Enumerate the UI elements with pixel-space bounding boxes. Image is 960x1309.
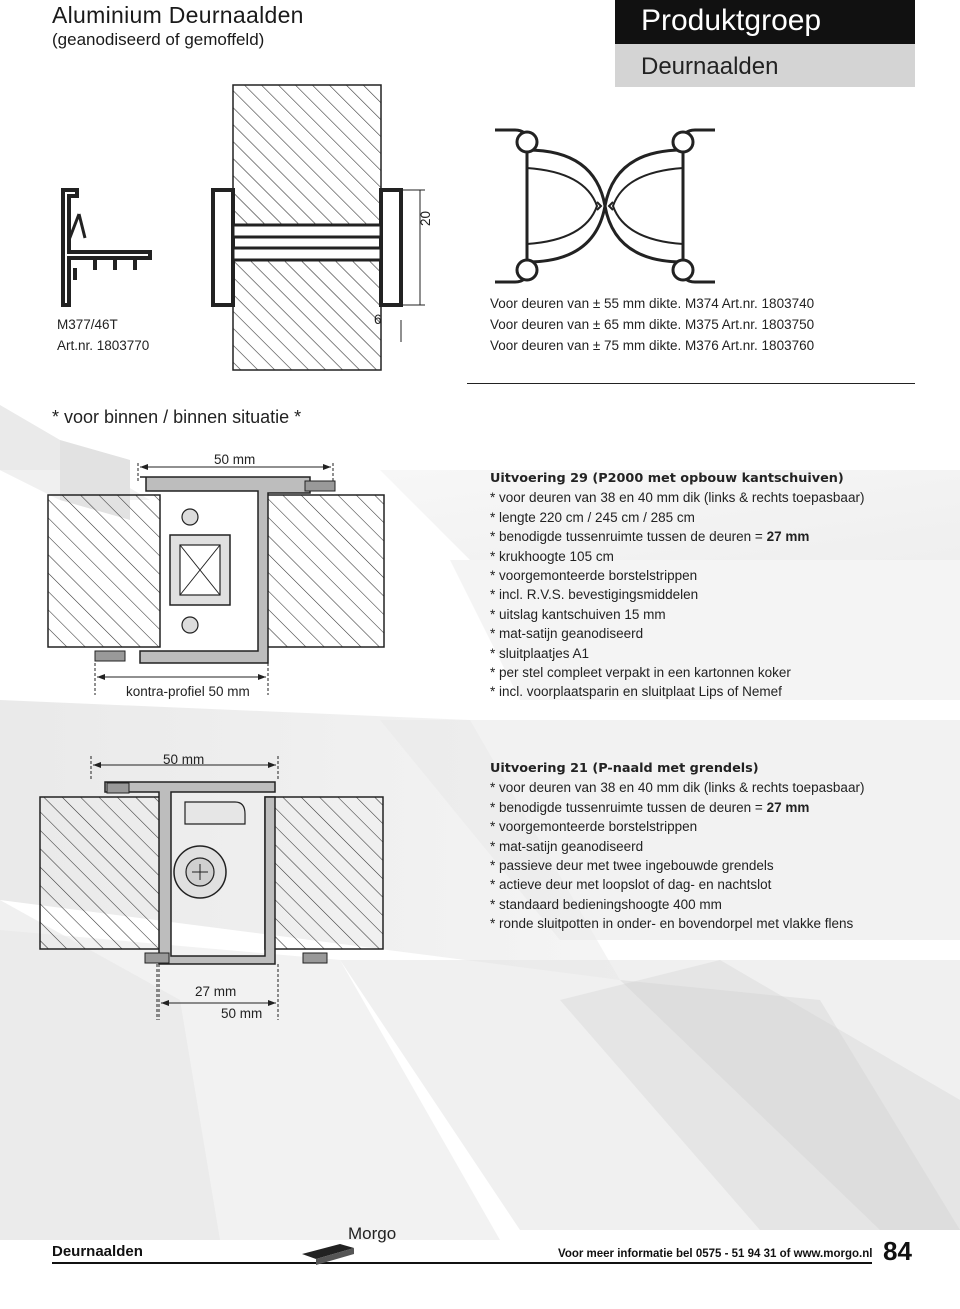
dim-27mm: 27 mm	[195, 984, 237, 999]
product-group-label: Produktgroep	[615, 0, 915, 44]
spec-gap-value: 27 mm	[766, 799, 810, 815]
section-divider	[467, 383, 915, 384]
dim-kontra-profiel: kontra-profiel 50 mm	[126, 684, 250, 699]
spec-item: * voorgemonteerde borstelstrippen	[490, 819, 698, 835]
dim-50mm-bottom: 50 mm	[221, 1006, 263, 1021]
spec-item: * krukhoogte 105 cm	[490, 548, 614, 564]
spec-item-text: * benodigde tussenruimte tussen de deure…	[490, 529, 767, 545]
situation-title: * voor binnen / binnen situatie *	[52, 407, 302, 427]
profile-m377-label: M377/46T Art.nr. 1803770	[57, 314, 149, 356]
profile-m377-model: M377/46T	[57, 317, 118, 332]
spec-item: * voorgemonteerde borstelstrippen	[490, 568, 698, 584]
variant-m374: Voor deuren van ± 55 mm dikte. M374 Art.…	[490, 296, 815, 311]
spec-item-text: * benodigde tussenruimte tussen de deure…	[490, 799, 767, 815]
spec-item: * per stel compleet verpakt in een karto…	[490, 665, 791, 681]
uitvoering-29-drawing	[47, 463, 385, 695]
profile-m377-artnr: Art.nr. 1803770	[57, 338, 150, 353]
spec-gap-value: 27 mm	[766, 529, 810, 545]
uitvoering-21-spec: Uitvoering 21 (P-naald met grendels) * v…	[490, 759, 864, 934]
morgo-logo-icon	[302, 1244, 354, 1265]
spec-item: * uitslag kantschuiven 15 mm	[490, 606, 666, 622]
dim-50mm-top-1: 50 mm	[214, 452, 256, 467]
spec-item: * mat-satijn geanodiseerd	[490, 626, 644, 642]
footer-section: Deurnaalden	[52, 1243, 143, 1260]
page-subtitle: (geanodiseerd of gemoffeld)	[52, 30, 265, 49]
profile-m377-drawing	[61, 188, 152, 307]
spec-item: * incl. R.V.S. bevestigingsmiddelen	[490, 587, 699, 603]
profile-m374-m376-drawing	[495, 128, 715, 284]
spec-item: * passieve deur met twee ingebouwde gren…	[490, 858, 774, 874]
spec-item: * voor deuren van 38 en 40 mm dik (links…	[490, 780, 865, 796]
uitvoering-29-heading: Uitvoering 29 (P2000 met opbouw kantschu…	[490, 471, 844, 486]
spec-item: * ronde sluitpotten in onder- en bovendo…	[490, 916, 854, 932]
footer-contact-info: Voor meer informatie bel 0575 - 51 94 31…	[558, 1248, 873, 1260]
door-section-drawing	[211, 84, 425, 371]
spec-item: * actieve deur met loopslot of dag- en n…	[490, 877, 772, 893]
variants-list: Voor deuren van ± 55 mm dikte. M374 Art.…	[490, 293, 814, 356]
uitvoering-21-heading: Uitvoering 21 (P-naald met grendels)	[490, 761, 759, 776]
spec-item: * voor deuren van 38 en 40 mm dik (links…	[490, 490, 865, 506]
dimension-6: 6	[374, 312, 382, 327]
footer-rule	[52, 1262, 872, 1264]
variant-m375: Voor deuren van ± 65 mm dikte. M375 Art.…	[490, 317, 815, 332]
uitvoering-29-spec: Uitvoering 29 (P2000 met opbouw kantschu…	[490, 469, 864, 702]
spec-item: * benodigde tussenruimte tussen de deure…	[490, 798, 864, 817]
uitvoering-21-drawing	[39, 756, 384, 1020]
morgo-logo-text: Morgo	[348, 1224, 397, 1243]
dim-50mm-top-2: 50 mm	[163, 752, 205, 767]
page-title: Aluminium Deurnaalden	[52, 2, 304, 28]
variant-m376: Voor deuren van ± 75 mm dikte. M376 Art.…	[490, 338, 815, 353]
spec-item: * standaard bedieningshoogte 400 mm	[490, 896, 722, 912]
dimension-20: 20	[418, 210, 433, 226]
spec-item: * sluitplaatjes A1	[490, 645, 590, 661]
spec-item: * mat-satijn geanodiseerd	[490, 838, 644, 854]
page-number: 84	[883, 1236, 912, 1266]
spec-item: * lengte 220 cm / 245 cm / 285 cm	[490, 509, 695, 525]
spec-item: * benodigde tussenruimte tussen de deure…	[490, 527, 864, 546]
product-group-name: Deurnaalden	[615, 44, 915, 87]
spec-item: * incl. voorplaatsparin en sluitplaat Li…	[490, 684, 782, 700]
